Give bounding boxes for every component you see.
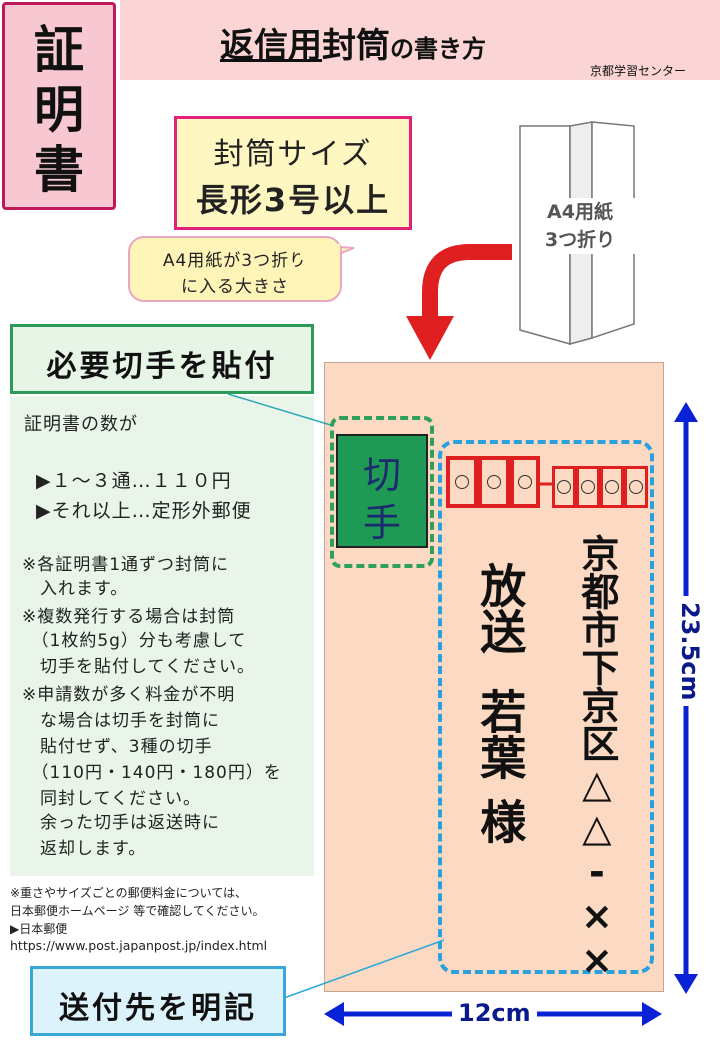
postal-circle-icon xyxy=(581,480,595,494)
width-dimension: 12cm xyxy=(452,999,537,1027)
certificate-char: 証 xyxy=(34,21,84,79)
title-underlined: 返信用 xyxy=(220,26,322,66)
stamp-char: 手 xyxy=(362,501,401,545)
size-note-line: に入る大きさ xyxy=(181,277,289,297)
postal-circle-icon xyxy=(487,475,501,489)
postage-note-line: ※重さやサイズごとの郵便料金については、 xyxy=(10,886,247,900)
stamp-char: 切 xyxy=(362,453,401,497)
organization-name: 京都学習センター xyxy=(590,64,687,78)
postal-code-box[interactable] xyxy=(576,466,600,508)
recipient-address: 京都市下京区△△-×× xyxy=(574,534,619,982)
info-line: な場合は切手を封筒に xyxy=(22,711,220,731)
info-line: （110円・140円・180円）を xyxy=(22,763,282,783)
info-line: ▶１～３通…１１０円 xyxy=(36,470,232,492)
envelope-size-value: 長形3号以上 xyxy=(195,181,391,219)
size-note-line: A4用紙が3つ折り xyxy=(162,251,308,271)
recipient-name-line: 若葉 xyxy=(473,688,528,780)
info-line: 貼付せず、3種の切手 xyxy=(22,737,213,757)
envelope-size-label: 封筒サイズ xyxy=(213,137,373,172)
info-line: ※各証明書1通ずつ封筒に xyxy=(22,555,230,575)
recipient-name-line: 放送 xyxy=(473,562,528,654)
header-band xyxy=(120,0,720,80)
postal-circle-icon xyxy=(455,475,469,489)
stamp-placement-area xyxy=(330,416,434,568)
certificate-char: 書 xyxy=(34,141,84,199)
info-line: （1枚約5g）分も考慮して xyxy=(22,631,247,651)
page-title: 返信用封筒の書き方 xyxy=(220,18,486,67)
postage-note-line: ▶日本郵便 xyxy=(10,922,68,936)
address-area xyxy=(438,440,654,974)
info-line: ※申請数が多く料金が不明 xyxy=(22,685,236,705)
info-line: 証明書の数が xyxy=(24,414,138,435)
height-dimension: 23.5cm xyxy=(676,596,704,707)
paper-label-line: 3つ折り xyxy=(544,229,616,251)
recipient-label: 送付先を明記 xyxy=(30,966,286,1036)
info-line: 入れます。 xyxy=(22,579,129,599)
postal-circle-icon xyxy=(557,480,571,494)
title-main: 封筒 xyxy=(322,26,390,66)
size-note-callout: A4用紙が3つ折り に入る大きさ xyxy=(128,236,342,302)
stamp-label: 必要切手を貼付 xyxy=(10,324,314,394)
stamp-info-panel xyxy=(10,396,314,876)
info-line: 同封してください。 xyxy=(22,789,201,809)
paper-label-line: A4用紙 xyxy=(547,201,613,223)
recipient-honorific: 様 xyxy=(473,798,528,844)
paper-label: A4用紙 3つ折り xyxy=(524,198,636,254)
callout-tail-fill xyxy=(300,244,340,260)
title-suffix: の書き方 xyxy=(390,35,486,63)
postal-circle-icon xyxy=(518,475,532,489)
info-line: 切手を貼付してください。 xyxy=(22,657,255,677)
recipient-label-text: 送付先を明記 xyxy=(59,991,257,1026)
stamp: 切 手 xyxy=(336,434,428,548)
postal-circle-icon xyxy=(605,480,619,494)
info-line: 返却します。 xyxy=(22,839,147,859)
info-line: 余った切手は返送時に xyxy=(22,813,220,833)
postage-url-link[interactable]: https://www.post.japanpost.jp/index.html xyxy=(10,938,268,953)
info-line: ※複数発行する場合は封筒 xyxy=(22,607,236,627)
certificate-char: 明 xyxy=(34,81,84,139)
info-line: ▶それ以上…定形外郵便 xyxy=(36,500,252,522)
postal-code-box[interactable] xyxy=(478,456,510,508)
envelope-size-box: 封筒サイズ 長形3号以上 xyxy=(174,116,412,230)
certificate-badge: 証 明 書 xyxy=(2,2,116,210)
postal-circle-icon xyxy=(629,480,643,494)
stamp-label-text: 必要切手を貼付 xyxy=(46,349,278,384)
postage-note-line: 日本郵便ホームページ 等で確認してください。 xyxy=(10,904,265,918)
